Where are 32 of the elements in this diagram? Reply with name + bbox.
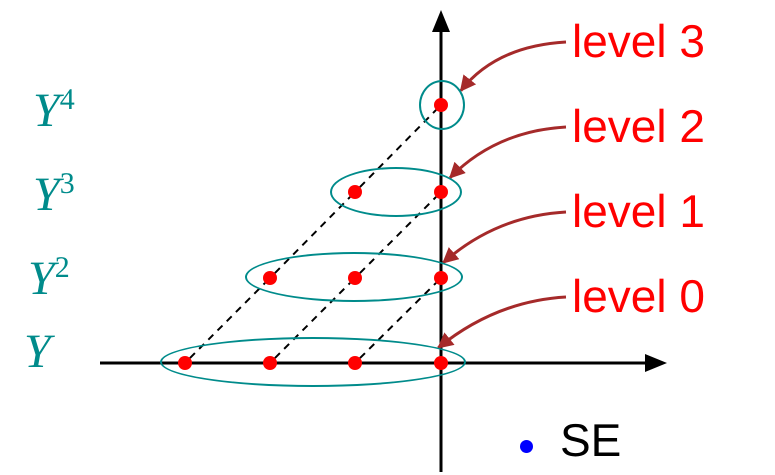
point-marker [262, 356, 276, 370]
level-label: level 3 [572, 16, 762, 66]
level-label: level 2 [572, 101, 762, 151]
dashed-line [274, 282, 351, 359]
dashed-line [274, 196, 351, 274]
dashed-line [359, 196, 437, 274]
point-marker [434, 356, 448, 370]
set-ellipse [419, 80, 465, 130]
dashed-line [359, 109, 437, 188]
point-marker [434, 98, 448, 112]
set-ellipse [330, 167, 462, 217]
arrow [437, 296, 566, 349]
arrow [460, 40, 566, 92]
legend-label: SE [560, 413, 622, 468]
set-ellipse [160, 337, 466, 387]
point-marker [348, 184, 362, 198]
set-ellipse [245, 252, 463, 302]
level-label: level 1 [572, 186, 762, 236]
set-label: Y$^{4}$ [33, 82, 75, 137]
point-marker [262, 270, 276, 284]
point-marker [434, 270, 448, 284]
arrow [448, 126, 566, 179]
set-label: Y$^{2}$ [28, 250, 70, 305]
point-marker [348, 270, 362, 284]
point-marker [434, 184, 448, 198]
arrow [442, 210, 566, 264]
set-label: Y$^{3}$ [33, 166, 75, 221]
point-marker [348, 356, 362, 370]
point-marker [178, 356, 192, 370]
level-label: level 0 [572, 271, 762, 321]
dashed-line [189, 282, 266, 359]
dashed-line [359, 282, 437, 359]
